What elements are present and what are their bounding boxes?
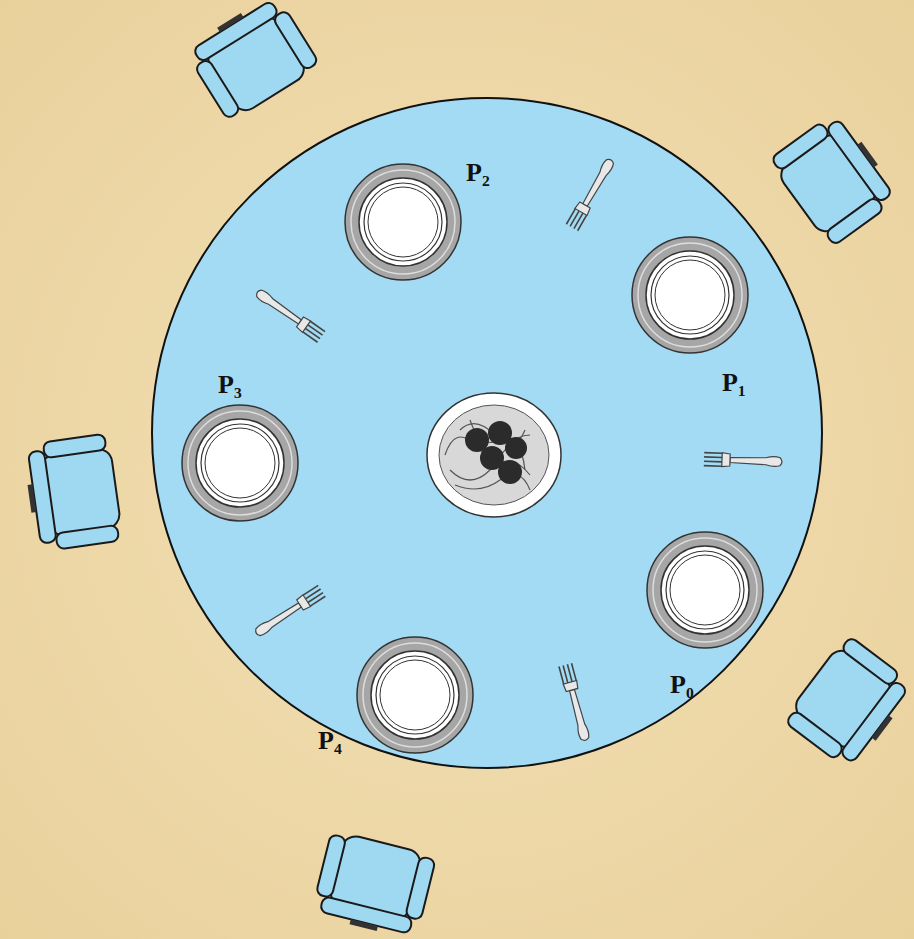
plate [647,532,763,648]
plate [357,637,473,753]
plate [345,164,461,280]
meatball [505,437,527,459]
fork [704,452,782,469]
fork [253,585,326,639]
fork [566,156,617,231]
spaghetti [439,405,549,505]
philosopher-label: P₀ [670,672,694,698]
philosopher-label: P₂ [466,160,490,186]
philosopher-label: P₃ [218,372,242,398]
bowl [427,393,561,517]
chair [311,830,437,939]
spaghetti-bowl [427,393,561,517]
meatball [498,460,522,484]
fork [253,286,325,342]
plate [182,405,298,521]
fork [559,663,593,742]
chair [22,433,123,552]
chair [183,0,321,123]
round-table [152,98,822,768]
plate [632,237,748,353]
chair [782,634,914,773]
philosopher-label: P₁ [722,370,746,396]
philosopher-label: P₄ [318,728,342,754]
chair [768,110,902,249]
spaghetti-strands [445,420,530,490]
